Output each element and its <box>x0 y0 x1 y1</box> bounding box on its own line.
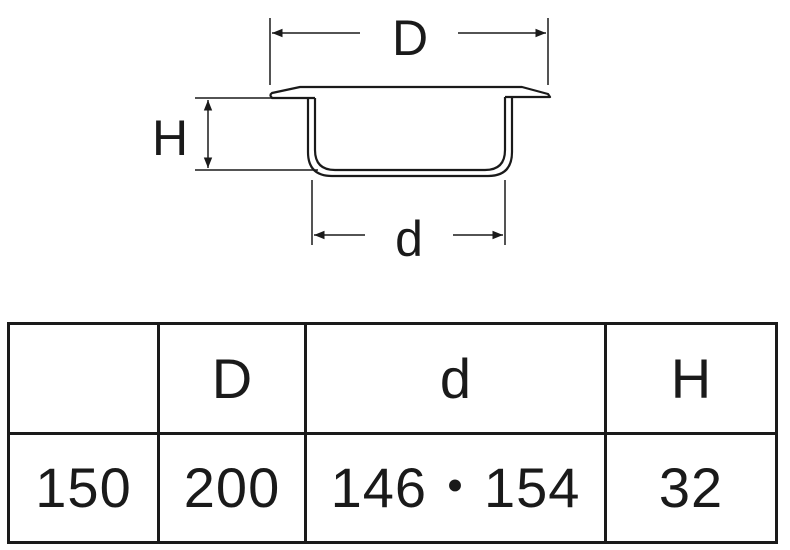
cell-size: 150 <box>7 432 160 544</box>
dimension-d <box>311 180 506 245</box>
header-cell-H: H <box>604 322 778 435</box>
header-cell-size <box>7 322 160 435</box>
table-row: 150 200 146・154 32 <box>7 432 778 544</box>
dimension-D <box>269 18 549 85</box>
part-outline <box>269 85 552 178</box>
label-D: D <box>392 10 428 66</box>
cell-H: 32 <box>604 432 778 544</box>
dimension-H <box>195 97 318 171</box>
cell-D: 200 <box>157 432 307 544</box>
spec-table: D d H 150 200 146・154 32 <box>7 322 778 544</box>
label-d: d <box>395 211 423 267</box>
table-header-row: D d H <box>7 322 778 435</box>
label-H: H <box>152 110 188 166</box>
cell-d: 146・154 <box>304 432 607 544</box>
header-cell-D: D <box>157 322 307 435</box>
header-cell-d: d <box>304 322 607 435</box>
dimension-drawing: D H d <box>152 10 552 267</box>
